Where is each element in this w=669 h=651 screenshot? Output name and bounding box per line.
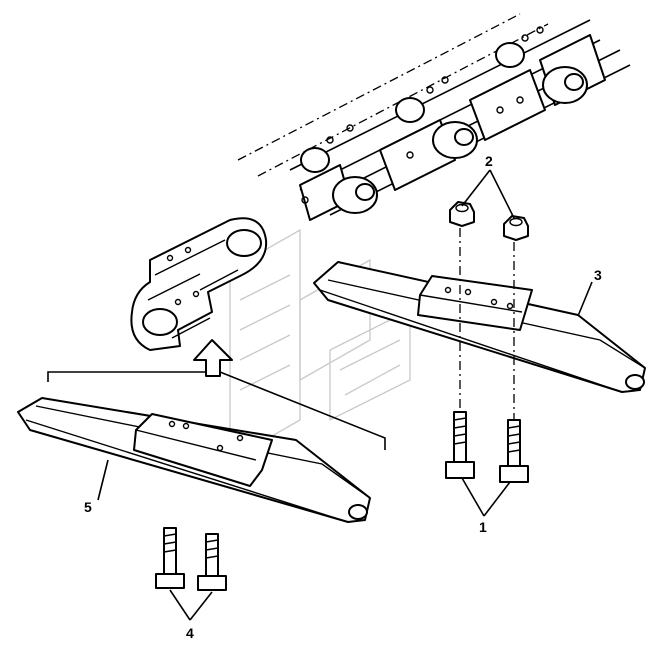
nut-left xyxy=(449,201,475,227)
track-chain xyxy=(237,13,631,221)
assembly-lines xyxy=(459,228,515,420)
callout-5: 5 xyxy=(84,499,92,515)
bolt-4a xyxy=(155,527,185,589)
callout-1: 1 xyxy=(479,519,487,535)
callout-4: 4 xyxy=(186,625,194,641)
pointer-arrow xyxy=(47,339,386,450)
callout-3: 3 xyxy=(594,267,602,283)
leader-lines xyxy=(97,169,593,621)
bolt-1a xyxy=(445,411,475,479)
bolt-1b xyxy=(499,419,529,483)
bolt-4b xyxy=(197,533,227,591)
nut-right xyxy=(503,215,529,241)
track-link xyxy=(130,217,268,351)
track-shoe-3 xyxy=(313,261,646,393)
callout-2: 2 xyxy=(485,153,493,169)
track-shoe-5 xyxy=(17,397,371,523)
